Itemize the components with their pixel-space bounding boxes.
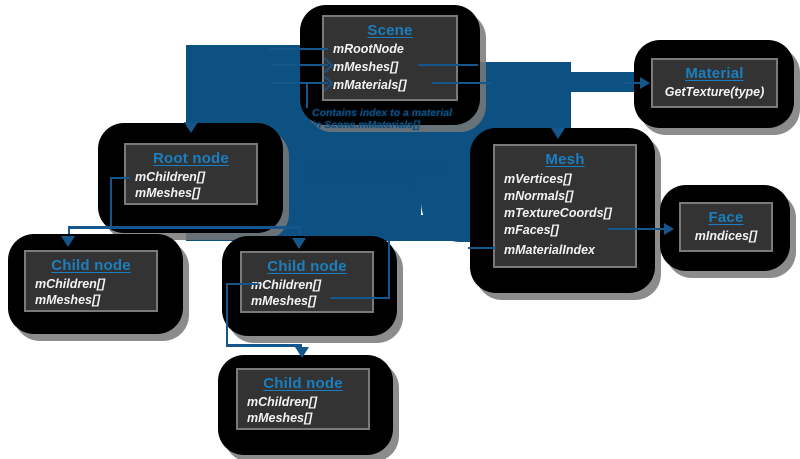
connector-root-mchildren — [110, 177, 130, 179]
node-child-middle-field-1: mMeshes[] — [251, 293, 317, 308]
arrow-root-node-from-scene — [184, 122, 198, 133]
node-root[interactable]: Root node mChildren[] mMeshes[] — [124, 143, 258, 205]
node-child-middle[interactable]: Child node mChildren[] mMeshes[] — [240, 251, 374, 313]
connector-child-left-drop — [68, 226, 70, 238]
connector-scene-mmaterials-in — [272, 82, 328, 84]
node-child-left-field-0: mChildren[] — [35, 277, 106, 291]
node-child-bottom-field-1: mMeshes[] — [247, 410, 313, 425]
connector-scene-mmeshes-out — [418, 64, 478, 66]
connector-annotation-riser — [306, 82, 308, 108]
node-mesh-field-0: mVertices[] — [504, 172, 572, 186]
node-root-field-0: mChildren[] — [135, 170, 206, 184]
connector-scene-mrootnode — [270, 48, 328, 50]
node-mesh-field-3: mFaces[] — [504, 223, 559, 237]
node-scene-field-0: mRootNode — [333, 42, 404, 56]
annotation-shadow-line1: Contains index to a material — [306, 160, 447, 172]
node-face[interactable]: Face mIndices[] — [679, 202, 773, 252]
arrow-material — [640, 77, 650, 89]
flow-region-material-stub — [552, 72, 644, 92]
arrow-face — [664, 223, 674, 235]
connector-child-middle-mmeshes-riser — [388, 241, 390, 299]
node-face-field-0: mIndices[] — [694, 229, 758, 243]
node-child-left-title: Child node — [51, 257, 131, 274]
node-mesh-field-2: mTextureCoords[] — [504, 206, 612, 220]
connector-child-middle-drop — [299, 226, 301, 238]
annotation-material-index: Contains index to a material in Scene.mM… — [312, 107, 452, 131]
annotation-material-index-shadow: Contains index to a material in Scene.mM… — [306, 160, 446, 184]
arrow-child-node-bottom — [295, 347, 309, 358]
node-mesh-field-4: mMaterialIndex — [504, 243, 596, 257]
node-mesh-field-1: mNormals[] — [504, 189, 574, 203]
connector-mesh-mmaterialindex — [468, 247, 496, 249]
connector-child-middle-mchildren-drop — [226, 283, 228, 345]
connector-scene-mmeshes-in — [272, 64, 328, 66]
arrow-mesh-from-scene — [551, 128, 565, 139]
node-child-middle-field-0: mChildren[] — [251, 278, 322, 292]
connector-root-children-riser — [110, 177, 112, 226]
annotation-shadow-line2: in Scene.mMaterials[] — [306, 172, 414, 184]
node-material-title: Material — [685, 65, 744, 82]
node-child-middle-title: Child node — [267, 258, 347, 275]
connector-child-middle-mchildren — [226, 283, 258, 285]
node-child-left-field-1: mMeshes[] — [35, 292, 101, 307]
arrow-child-node-left — [61, 236, 75, 247]
connector-mesh-mfaces — [608, 228, 670, 230]
node-scene[interactable]: Scene mRootNode mMeshes[] mMaterials[] — [322, 15, 458, 101]
connector-children-bus — [68, 226, 300, 229]
node-scene-title: Scene — [367, 22, 413, 39]
node-child-bottom-title: Child node — [263, 375, 343, 392]
annotation-line2: in Scene.mMaterials[] — [312, 119, 420, 131]
node-root-field-1: mMeshes[] — [135, 185, 201, 200]
node-mesh[interactable]: Mesh mVertices[] mNormals[] mTextureCoor… — [493, 144, 637, 268]
node-mesh-title: Mesh — [545, 151, 585, 168]
annotation-line1: Contains index to a material — [312, 107, 453, 119]
connector-child-middle-mmeshes — [330, 297, 390, 299]
connector-material-in — [624, 82, 646, 84]
node-child-bottom[interactable]: Child node mChildren[] mMeshes[] — [236, 368, 370, 430]
node-scene-field-1: mMeshes[] — [333, 59, 399, 74]
node-root-title: Root node — [153, 150, 229, 167]
arrow-child-node-middle — [292, 238, 306, 249]
connector-scene-mmaterials-out — [432, 82, 492, 84]
node-material[interactable]: Material GetTexture(type) — [651, 58, 778, 108]
connector-child-bottom-bus — [226, 344, 302, 347]
node-child-left[interactable]: Child node mChildren[] mMeshes[] — [24, 250, 158, 312]
node-face-title: Face — [708, 209, 744, 226]
node-material-field-0: GetTexture(type) — [664, 85, 765, 99]
node-child-bottom-field-0: mChildren[] — [247, 395, 318, 409]
node-scene-field-2: mMaterials[] — [333, 78, 407, 92]
